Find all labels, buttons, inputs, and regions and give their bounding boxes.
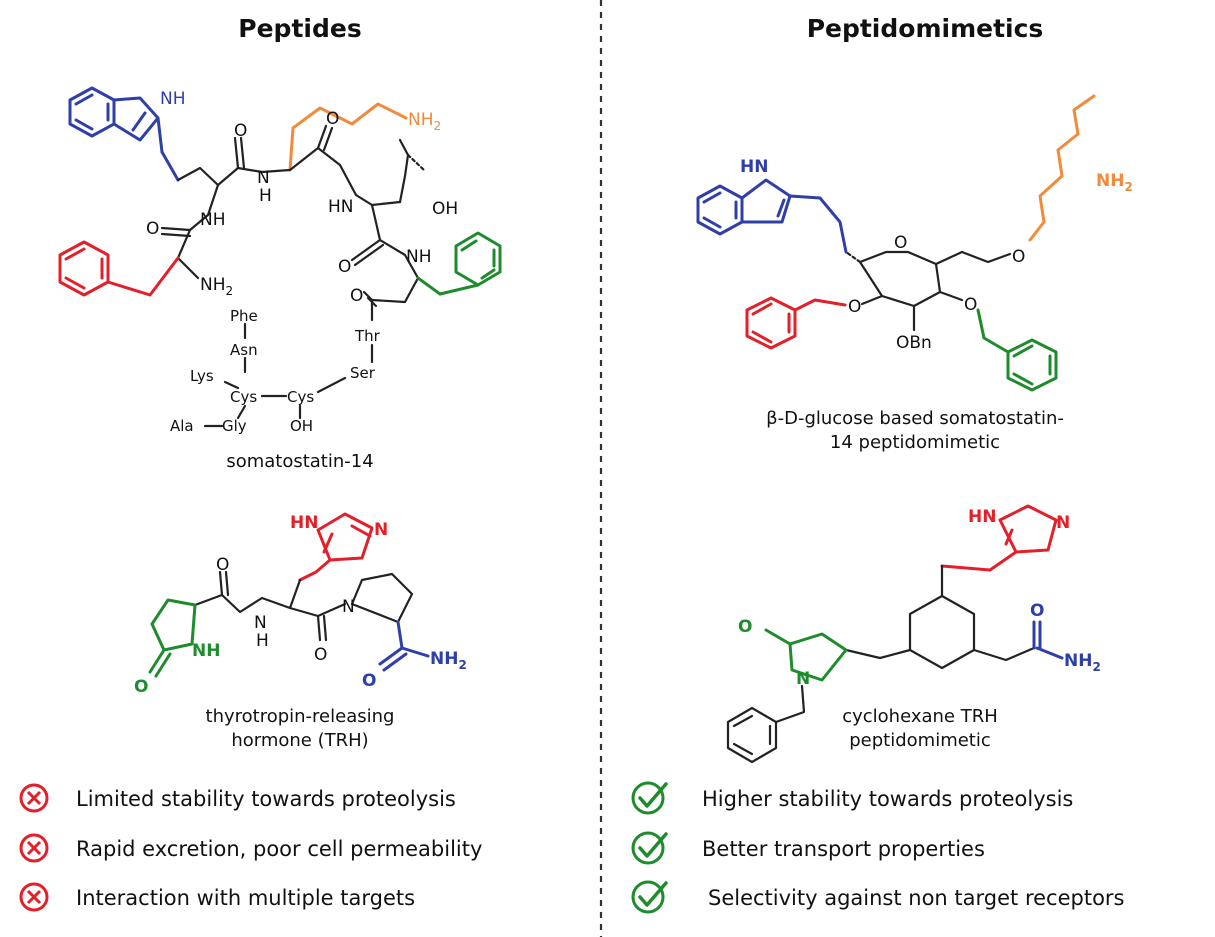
cyclo-imidazole-n: N — [1056, 513, 1070, 533]
atom-oh-thr: OH — [432, 199, 458, 219]
atom-o3: O — [338, 257, 351, 277]
trh-proline-n: N — [342, 597, 355, 617]
glucose-caption-line1: β-D-glucose based somatostatin- — [766, 408, 1064, 429]
drawback-item: Interaction with multiple targets — [76, 886, 415, 910]
check-icon — [631, 831, 668, 865]
somatostatin-structure: NH NH2 — [58, 86, 502, 472]
atom-hn-b: HN — [328, 197, 354, 217]
somatostatin-caption: somatostatin-14 — [226, 451, 373, 472]
cyclo-imidazole-hn: HN — [968, 507, 996, 527]
residue-oh: OH — [290, 417, 313, 435]
trh-pyro-o: O — [134, 677, 148, 697]
indole-nh-label: NH — [160, 89, 186, 109]
cyclohexane-trh-structure: HN N O NH2 O N cyclohexane TRH peptidomi… — [726, 504, 1101, 764]
residue-cys1: Cys — [230, 388, 257, 406]
cross-icon — [19, 783, 49, 813]
cyclo-nh2-label: NH2 — [1064, 651, 1101, 674]
residue-asn: Asn — [230, 341, 258, 359]
somatostatin-lysine-chain — [288, 102, 408, 172]
cyclo-caption-line2: peptidomimetic — [849, 730, 991, 751]
lysine-nh2-label: NH2 — [408, 110, 441, 133]
trh-caption-line2: hormone (TRH) — [231, 730, 368, 751]
glucose-peptidomimetic-structure: HN O O O O OBn NH2 β-D-glucose based som… — [696, 94, 1133, 453]
trh-pyro-nh: NH — [192, 641, 220, 661]
peptidomimetics-advantages-list: Higher stability towards proteolysis Bet… — [631, 781, 1125, 914]
atom-o5: O — [146, 219, 159, 239]
glucose-right-o: O — [964, 295, 977, 315]
atom-o4: O — [350, 286, 363, 306]
atom-nh-a: N — [257, 168, 270, 188]
cyclo-lactam-n: N — [796, 669, 810, 689]
atom-o2: O — [326, 109, 339, 129]
peptidomimetics-heading: Peptidomimetics — [807, 14, 1044, 43]
trh-o-a: O — [216, 555, 229, 575]
check-icon — [631, 880, 668, 914]
cyclo-lactam-o: O — [738, 617, 752, 637]
trh-amide-h: H — [256, 631, 269, 651]
residue-gly: Gly — [222, 417, 247, 435]
cross-icon — [19, 833, 49, 863]
trh-nh2-label: NH2 — [430, 649, 467, 672]
residue-lys: Lys — [190, 367, 214, 385]
residue-ala: Ala — [170, 417, 194, 435]
atom-o1: O — [234, 121, 247, 141]
glucose-caption-line2: 14 peptidomimetic — [830, 432, 1000, 453]
check-icon — [631, 781, 668, 815]
residue-phe: Phe — [230, 307, 258, 325]
residue-thr: Thr — [354, 327, 381, 345]
residue-ser: Ser — [350, 364, 376, 382]
glucose-indole-hn: HN — [740, 157, 768, 177]
atom-nh-d: NH — [200, 210, 226, 230]
cyclo-caption-line1: cyclohexane TRH — [842, 706, 998, 727]
advantage-item: Higher stability towards proteolysis — [702, 787, 1073, 811]
somatostatin-phe-green — [416, 231, 502, 296]
atom-nh-a-h: H — [259, 186, 272, 206]
cross-icon — [19, 882, 49, 912]
residue-chain-bonds — [203, 322, 374, 428]
glucose-ring-o: O — [894, 233, 907, 253]
atom-nh-c: NH — [406, 247, 432, 267]
trh-structure: HN N NH2 O NH O O N H O N thyrotropin-re… — [134, 512, 467, 751]
trh-imidazole-n: N — [374, 520, 388, 540]
atom-nh2-phe: NH2 — [200, 275, 233, 298]
somatostatin-phe-red — [58, 240, 180, 297]
peptides-drawbacks-list: Limited stability towards proteolysis Ra… — [19, 783, 482, 912]
trh-amide-o: O — [362, 671, 376, 691]
drawback-item: Rapid excretion, poor cell permeability — [76, 837, 482, 861]
glucose-chain-o: O — [1012, 247, 1025, 267]
somatostatin-indole-group — [68, 86, 180, 182]
peptides-heading: Peptides — [238, 14, 361, 43]
glucose-nh2-label: NH2 — [1096, 171, 1133, 194]
advantage-item: Selectivity against non target receptors — [708, 886, 1125, 910]
cyclo-amide-o: O — [1030, 601, 1044, 621]
glucose-obn: OBn — [896, 333, 932, 353]
drawback-item: Limited stability towards proteolysis — [76, 787, 456, 811]
glucose-left-o: O — [848, 297, 861, 317]
trh-o-b: O — [314, 645, 327, 665]
trh-caption-line1: thyrotropin-releasing — [206, 706, 395, 727]
trh-amide-n: N — [254, 613, 267, 633]
trh-imidazole-hn: HN — [290, 513, 318, 533]
advantage-item: Better transport properties — [702, 837, 985, 861]
residue-cys2: Cys — [287, 388, 314, 406]
